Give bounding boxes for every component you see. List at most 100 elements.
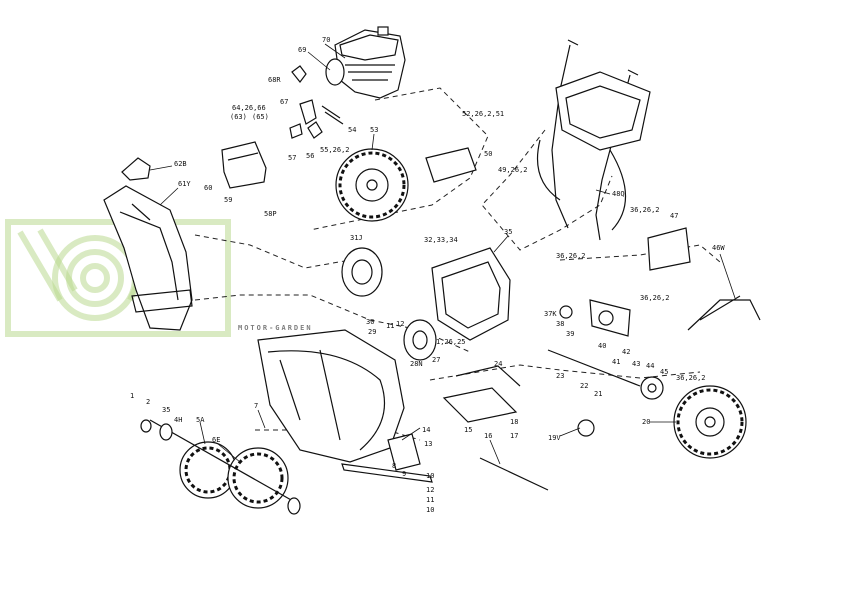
engine-assembly bbox=[325, 26, 406, 99]
label-24: 24 bbox=[494, 360, 502, 368]
label-8: 8 bbox=[392, 462, 396, 470]
watermark-logo-spiral-inner bbox=[80, 263, 110, 293]
pulley-31j bbox=[341, 247, 383, 297]
pulley-31j-outer bbox=[341, 247, 383, 297]
axle-23 bbox=[547, 349, 641, 387]
engine-recoil-starter bbox=[325, 58, 345, 86]
label-36-26-2-c: 36,26,2 bbox=[640, 294, 670, 302]
shaft-16 bbox=[479, 457, 549, 491]
guide-line-engine bbox=[309, 87, 489, 231]
label-22: 22 bbox=[580, 382, 588, 390]
label-10-a: 10 bbox=[426, 472, 434, 480]
housing-inner-curve bbox=[267, 350, 386, 451]
engine-mount-parts bbox=[289, 65, 344, 139]
label-18: 18 bbox=[510, 418, 518, 426]
label-54: 54 bbox=[348, 126, 356, 134]
control-panel-inner bbox=[565, 85, 641, 139]
part-56 bbox=[307, 121, 323, 139]
label-11-a: 11 bbox=[386, 322, 394, 330]
label-48q: 48Q bbox=[612, 190, 625, 198]
label-12-b: 12 bbox=[426, 486, 434, 494]
gear-44-hub bbox=[647, 383, 657, 393]
auger-6e-spiral bbox=[232, 452, 284, 504]
label-39: 39 bbox=[566, 330, 574, 338]
scraper-bar-12 bbox=[341, 463, 433, 483]
leader-46w bbox=[719, 253, 736, 299]
control-panel bbox=[555, 71, 651, 151]
chute-61y-inner bbox=[119, 203, 179, 301]
pulley-27 bbox=[403, 319, 437, 361]
part-labels: 70 69 68R 67 64,26,66 (63) (65) 57 56 55… bbox=[130, 36, 725, 514]
label-1: 1 bbox=[130, 392, 134, 400]
label-32-33-34: 32,33,34 bbox=[424, 236, 458, 244]
label-46w: 46W bbox=[712, 244, 725, 252]
wheel-53-tread bbox=[338, 151, 406, 219]
label-56: 56 bbox=[306, 152, 314, 160]
label-20: 20 bbox=[642, 418, 650, 426]
label-64-26-66: 64,26,66 bbox=[232, 104, 266, 112]
label-35: 35 bbox=[504, 228, 512, 236]
label-42: 42 bbox=[622, 348, 630, 356]
label-29: 29 bbox=[368, 328, 376, 336]
label-70: 70 bbox=[322, 36, 330, 44]
label-15: 15 bbox=[464, 426, 472, 434]
wheel-53 bbox=[335, 148, 409, 222]
handle-assembly bbox=[536, 39, 651, 241]
label-5a: 5A bbox=[196, 416, 205, 424]
watermark-text: MOTOR-GARDEN bbox=[238, 324, 313, 332]
pulley-27-inner bbox=[412, 330, 428, 350]
leader-53 bbox=[371, 133, 375, 151]
label-53: 53 bbox=[370, 126, 378, 134]
leader-16 bbox=[489, 439, 501, 465]
auger-assembly bbox=[140, 419, 301, 515]
bracket-50 bbox=[425, 147, 477, 183]
housing-rib bbox=[279, 349, 341, 441]
label-50: 50 bbox=[484, 150, 492, 158]
wheel-20-rim bbox=[695, 407, 725, 437]
label-13: 13 bbox=[424, 440, 432, 448]
housing-shell bbox=[257, 329, 405, 463]
leader-19v bbox=[559, 427, 581, 437]
frame-bottom bbox=[455, 365, 521, 387]
label-30: 30 bbox=[366, 318, 374, 326]
bolt-row-54 bbox=[321, 105, 344, 125]
part-41-plate bbox=[589, 299, 631, 337]
chute-flange bbox=[131, 289, 193, 313]
handle-left-bar bbox=[551, 44, 571, 229]
leader-6e bbox=[217, 443, 241, 463]
label-63: (63) bbox=[230, 113, 247, 121]
chute-cover-60-rib bbox=[227, 152, 259, 161]
label-35-b: 35 bbox=[162, 406, 170, 414]
label-4h: 4H bbox=[174, 416, 182, 424]
label-37k: 37K bbox=[544, 310, 557, 318]
part-57 bbox=[289, 123, 303, 139]
label-12-a: 12 bbox=[396, 320, 404, 328]
guide-line-left bbox=[194, 234, 351, 269]
chute-parts bbox=[103, 141, 267, 331]
label-41: 41 bbox=[612, 358, 620, 366]
label-55-26-2: 55,26,2 bbox=[320, 146, 350, 154]
assembly-guide-lines bbox=[194, 87, 721, 441]
control-cable bbox=[536, 139, 627, 231]
bearing-4h bbox=[159, 423, 173, 441]
label-52-26-2-51: 52,26,2,51 bbox=[462, 110, 504, 118]
label-68r: 68R bbox=[268, 76, 281, 84]
bearing-35-left bbox=[140, 419, 152, 433]
guide-line-bottom bbox=[255, 414, 421, 441]
leader-lines bbox=[149, 43, 736, 465]
part-37k bbox=[559, 305, 573, 319]
leader-70 bbox=[324, 43, 346, 59]
label-16: 16 bbox=[484, 432, 492, 440]
guide-line-handle bbox=[481, 129, 613, 251]
bracket-47 bbox=[647, 227, 691, 271]
label-67: 67 bbox=[280, 98, 288, 106]
label-38: 38 bbox=[556, 320, 564, 328]
bracket-62b bbox=[121, 157, 151, 181]
wheel-20 bbox=[673, 385, 747, 459]
gear-19v bbox=[577, 419, 595, 437]
label-69: 69 bbox=[298, 46, 306, 54]
label-11-b: 11 bbox=[426, 496, 434, 504]
engine-shroud-lines bbox=[345, 64, 395, 81]
label-9: 9 bbox=[402, 470, 406, 478]
leader-5a bbox=[199, 421, 206, 445]
